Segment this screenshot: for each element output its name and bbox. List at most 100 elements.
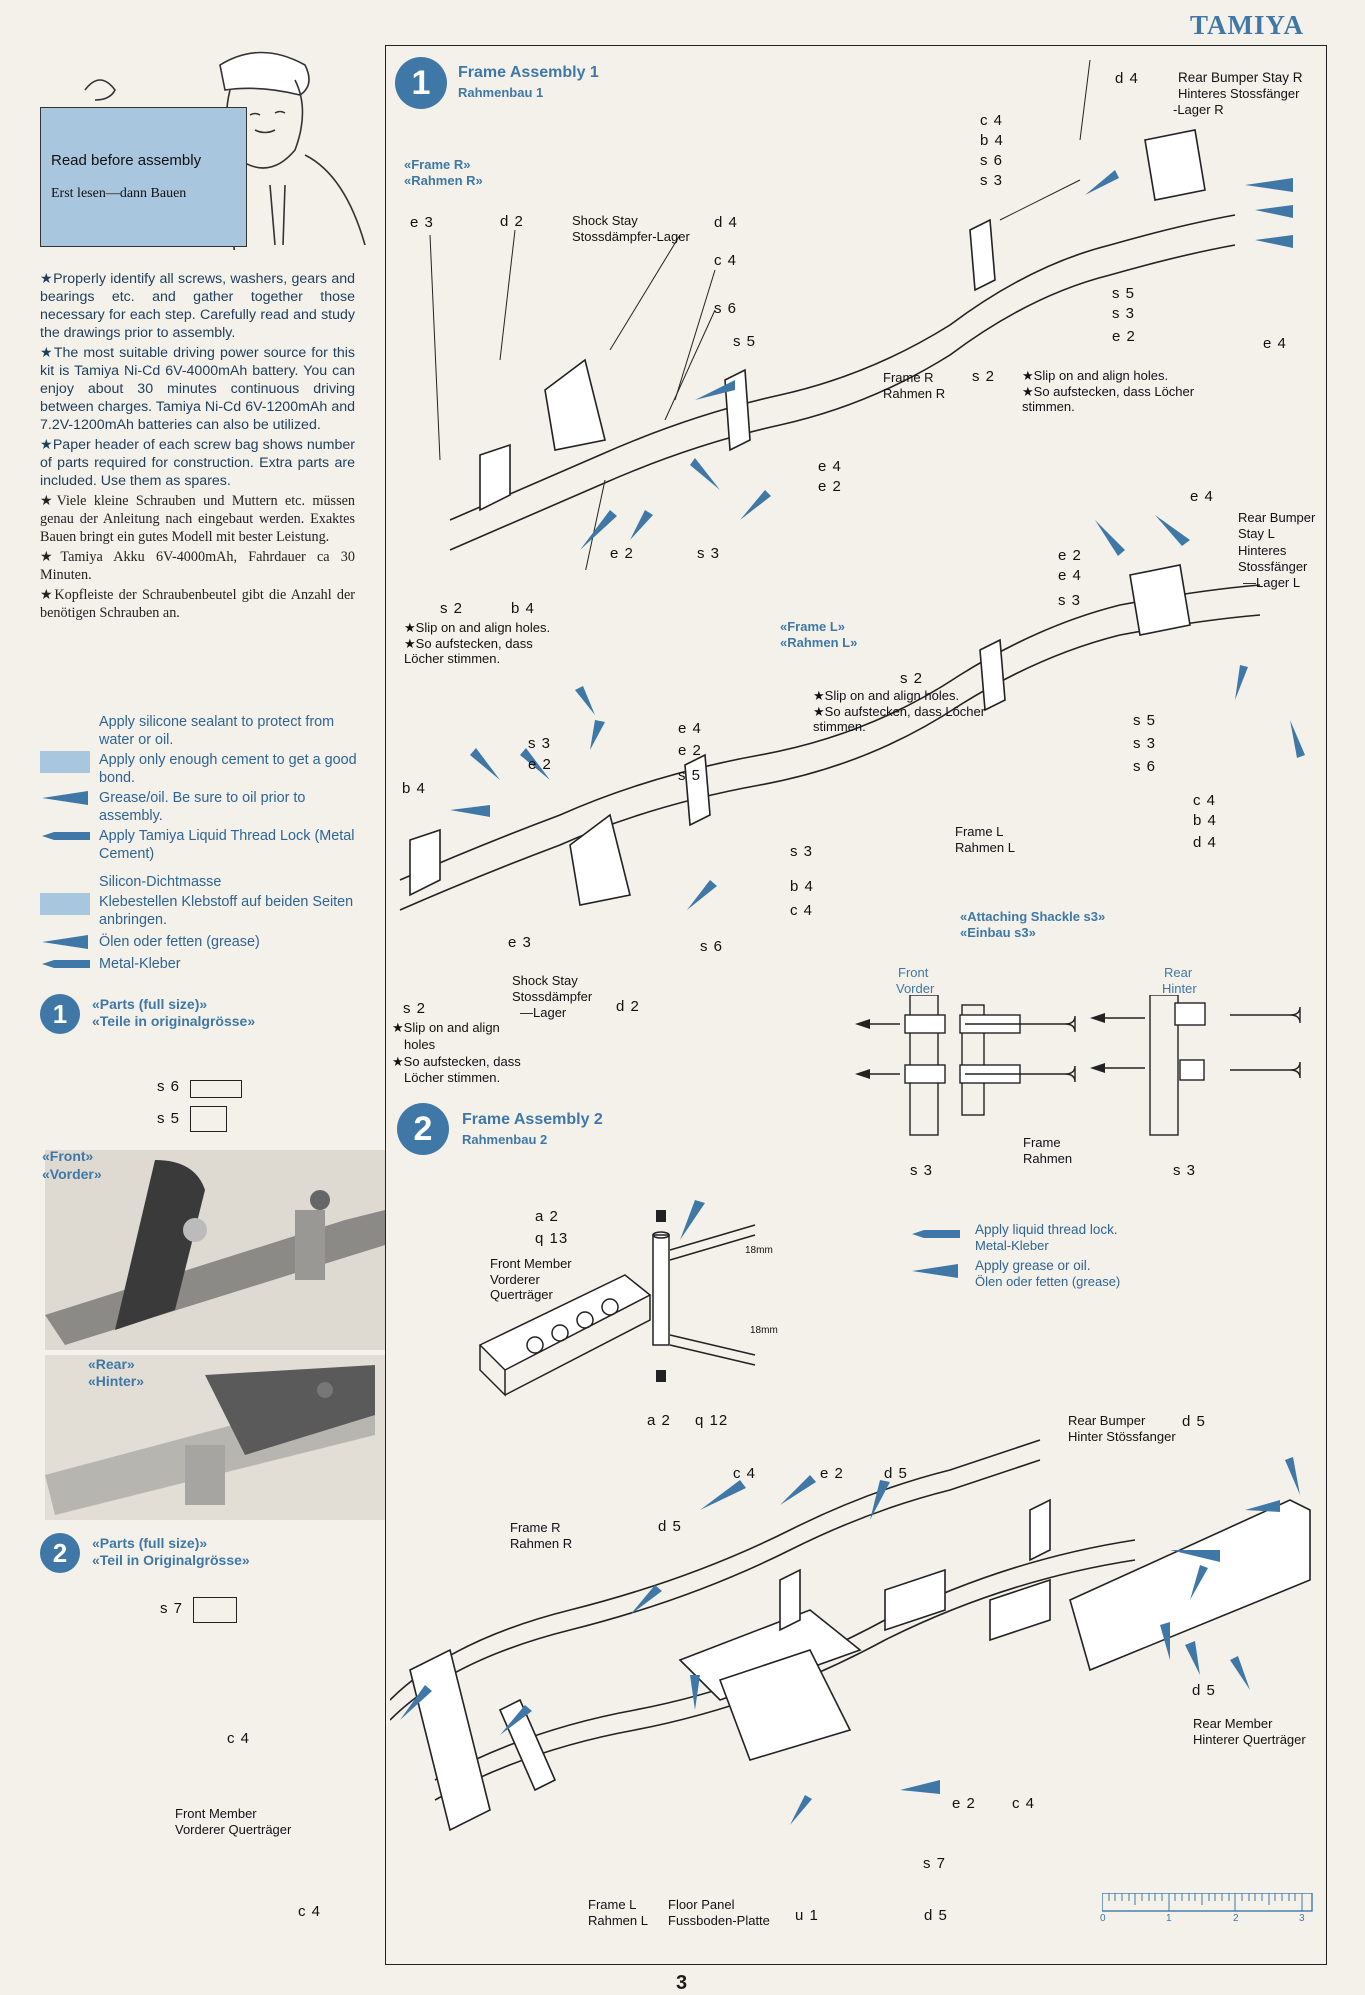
lbl-e2-d: e 2 xyxy=(818,478,842,495)
grease-icon-de xyxy=(42,935,88,949)
rbs-l-de3: —Lager L xyxy=(1243,575,1301,590)
frame-r-tag-de: «Rahmen R» xyxy=(404,173,483,188)
parts1-number: 1 xyxy=(40,994,80,1034)
rear-photo xyxy=(45,1355,385,1520)
lbl-s2-f: s 2 xyxy=(440,600,464,617)
notice-en: Read before assembly xyxy=(51,152,202,169)
legend-de-cement: Klebestellen Klebstoff auf beiden Seiten… xyxy=(99,894,354,928)
intro-p2: ★The most suitable driving power source … xyxy=(40,345,355,433)
lbl-d2-a: d 2 xyxy=(500,213,524,230)
lbl-shock-stay-b: Shock Stay xyxy=(512,973,578,988)
grease-icon xyxy=(42,791,88,805)
parts2-number: 2 xyxy=(40,1533,80,1573)
shackle-rear: Rear xyxy=(1164,965,1193,980)
photo-front-de: «Vorder» xyxy=(42,1166,102,1182)
slip-en-c: ★Slip on and align holes. xyxy=(813,688,960,703)
parts2-title: «Parts (full size)» xyxy=(92,1535,208,1551)
lbl-s2-j: s 2 xyxy=(403,1000,427,1017)
lbl-front-member-b: Front Member xyxy=(175,1806,257,1821)
frame-r-tag-en: «Frame R» xyxy=(404,157,471,172)
lbl-c4-j: c 4 xyxy=(790,902,814,919)
rbs-l-en2: Stay L xyxy=(1238,526,1275,541)
lbl-u1: u 1 xyxy=(795,1907,819,1924)
lbl-c4-b: c 4 xyxy=(714,252,738,269)
page-number: 3 xyxy=(676,1972,688,1994)
lbl-rbs-r: Rear Bumper Stay R xyxy=(1178,70,1303,85)
lbl-c4-k: c 4 xyxy=(733,1465,757,1482)
shackle-tag-en: «Attaching Shackle s3» xyxy=(960,909,1106,924)
lbl-s6-b: s 6 xyxy=(714,300,738,317)
lbl-shock-stay-de-b: Stossdämpfer xyxy=(512,989,593,1004)
lbl-e2-g: e 2 xyxy=(1058,547,1082,564)
thread-lock-icon xyxy=(42,832,90,840)
slip-de-a: ★So aufstecken, dass Löcher stimmen. xyxy=(1022,384,1195,414)
lbl-front-member-de2: Querträger xyxy=(490,1287,553,1302)
part-s6-label: s 6 xyxy=(157,1078,181,1095)
thread-lock-icon-de xyxy=(42,960,90,968)
lbl-frame-l-b: Frame L xyxy=(588,1897,637,1912)
rbs-l-de2: Stossfänger xyxy=(1238,559,1308,574)
read-before-notice: Read before assembly Erst lesen—dann Bau… xyxy=(40,107,247,247)
lbl-rahmen-r-a: Rahmen R xyxy=(883,386,946,401)
lbl-e3-j: e 3 xyxy=(508,934,532,951)
lbl-s5-c: s 5 xyxy=(1112,285,1136,302)
notice-de: Erst lesen—dann Bauen xyxy=(51,186,187,201)
lbl-d5-k: d 5 xyxy=(1182,1413,1206,1430)
lbl-rear-member-de: Hinterer Querträger xyxy=(1193,1732,1306,1747)
lbl-c4-l: c 4 xyxy=(227,1730,251,1747)
assembly-frame xyxy=(385,45,1327,1965)
lbl-q12-b: q 12 xyxy=(695,1412,729,1429)
lbl-front-member-b-de: Vorderer Querträger xyxy=(175,1822,292,1837)
lbl-e2-c: e 2 xyxy=(1112,328,1136,345)
lbl-d5-m: d 5 xyxy=(924,1907,948,1924)
chassis-diagram xyxy=(390,1439,1311,1832)
slip-short-en2: holes xyxy=(404,1037,436,1052)
shackle-vorder: Vorder xyxy=(896,981,935,996)
lbl-a2-a: a 2 xyxy=(535,1208,559,1225)
lbl-s3-e: s 3 xyxy=(697,545,721,562)
part-s7-spacer xyxy=(193,1597,237,1623)
legend-de-metal: Metal-Kleber xyxy=(99,956,181,972)
part-s5-spacer xyxy=(190,1106,227,1132)
legend-thread-lock: Apply Tamiya Liquid Thread Lock (Metal C… xyxy=(99,828,355,862)
lbl-e4-i: e 4 xyxy=(678,720,702,737)
lbl-s3-shackle-b: s 3 xyxy=(1173,1162,1197,1179)
lbl-e2-l: e 2 xyxy=(952,1795,976,1812)
parts1-title: «Parts (full size)» xyxy=(92,996,208,1012)
lbl-s3-c: s 3 xyxy=(1112,305,1136,322)
lbl-s6-a: s 6 xyxy=(980,152,1004,169)
shackle-hinter: Hinter xyxy=(1162,981,1197,996)
intro-p3: ★Paper header of each screw bag shows nu… xyxy=(40,437,355,489)
frame-l-diagram xyxy=(399,515,1305,911)
lbl-e4-d: e 4 xyxy=(818,458,842,475)
slip-de-c: ★So aufstecken, dass Löcher stimmen. xyxy=(813,704,986,734)
lbl-d2-j: d 2 xyxy=(616,998,640,1015)
lbl-e2-e: e 2 xyxy=(610,545,634,562)
lbl-e2-i2: e 2 xyxy=(528,756,552,773)
slip-en-b: ★Slip on and align holes. xyxy=(404,620,551,635)
part-s6-screw xyxy=(190,1080,242,1098)
parts1-sub: «Teile in originalgrösse» xyxy=(92,1013,256,1029)
lbl-e2-k: e 2 xyxy=(820,1465,844,1482)
lbl-shock-stay-a: Shock Stay xyxy=(572,213,638,228)
slip-de-b: ★So aufstecken, dass Löcher stimmen. xyxy=(404,636,533,666)
ruler-3: 3 xyxy=(1299,1913,1305,1924)
slip-short-de2: Löcher stimmen. xyxy=(404,1070,501,1085)
legend-grease: Grease/oil. Be sure to oil prior to asse… xyxy=(99,790,306,824)
ruler-1: 1 xyxy=(1166,1913,1172,1924)
s2-legend-grease-de: Ölen oder fetten (grease) xyxy=(975,1274,1121,1289)
lbl-s3-g: s 3 xyxy=(1058,592,1082,609)
lbl-c4-l2: c 4 xyxy=(1012,1795,1036,1812)
legend-de-silicone: Silicon-Dichtmasse xyxy=(99,874,222,890)
lbl-b4-h: b 4 xyxy=(1193,812,1217,829)
slip-en-a: ★Slip on and align holes. xyxy=(1022,368,1169,383)
lbl-s5-h: s 5 xyxy=(1133,712,1157,729)
lbl-frame-l-a: Frame L xyxy=(955,824,1004,839)
intro-de-p3: ★Kopfleiste der Schraubenbeutel gibt die… xyxy=(40,587,355,621)
lbl-s6-h: s 6 xyxy=(1133,758,1157,775)
intro-de-p2: ★Tamiya Akku 6V-4000mAh, Fahrdauer ca 30… xyxy=(40,549,355,583)
rbs-r-de2: -Lager R xyxy=(1173,102,1224,117)
lbl-frame-r-b: Frame R xyxy=(510,1520,561,1535)
part-s7-label: s 7 xyxy=(160,1600,184,1617)
lbl-c4-a: c 4 xyxy=(980,112,1004,129)
